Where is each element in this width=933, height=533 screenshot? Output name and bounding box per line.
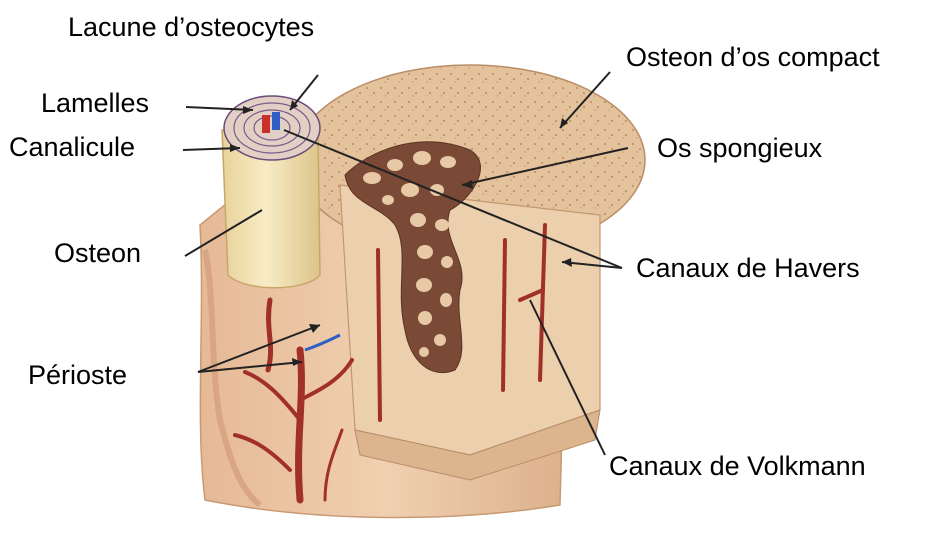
label-lacune-osteocytes: Lacune d’osteocytes [68, 14, 314, 41]
label-canalicule: Canalicule [9, 134, 135, 161]
label-canaux-volkmann: Canaux de Volkmann [609, 453, 866, 480]
label-osteon: Osteon [54, 240, 141, 267]
artery-in-canal [262, 115, 270, 133]
vein-in-canal [272, 112, 280, 130]
label-canaux-havers: Canaux de Havers [636, 255, 860, 282]
label-perioste: Périoste [28, 362, 127, 389]
label-lamelles: Lamelles [41, 90, 149, 117]
label-os-spongieux: Os spongieux [657, 135, 822, 162]
label-osteon-compact: Osteon d’os compact [626, 44, 880, 71]
